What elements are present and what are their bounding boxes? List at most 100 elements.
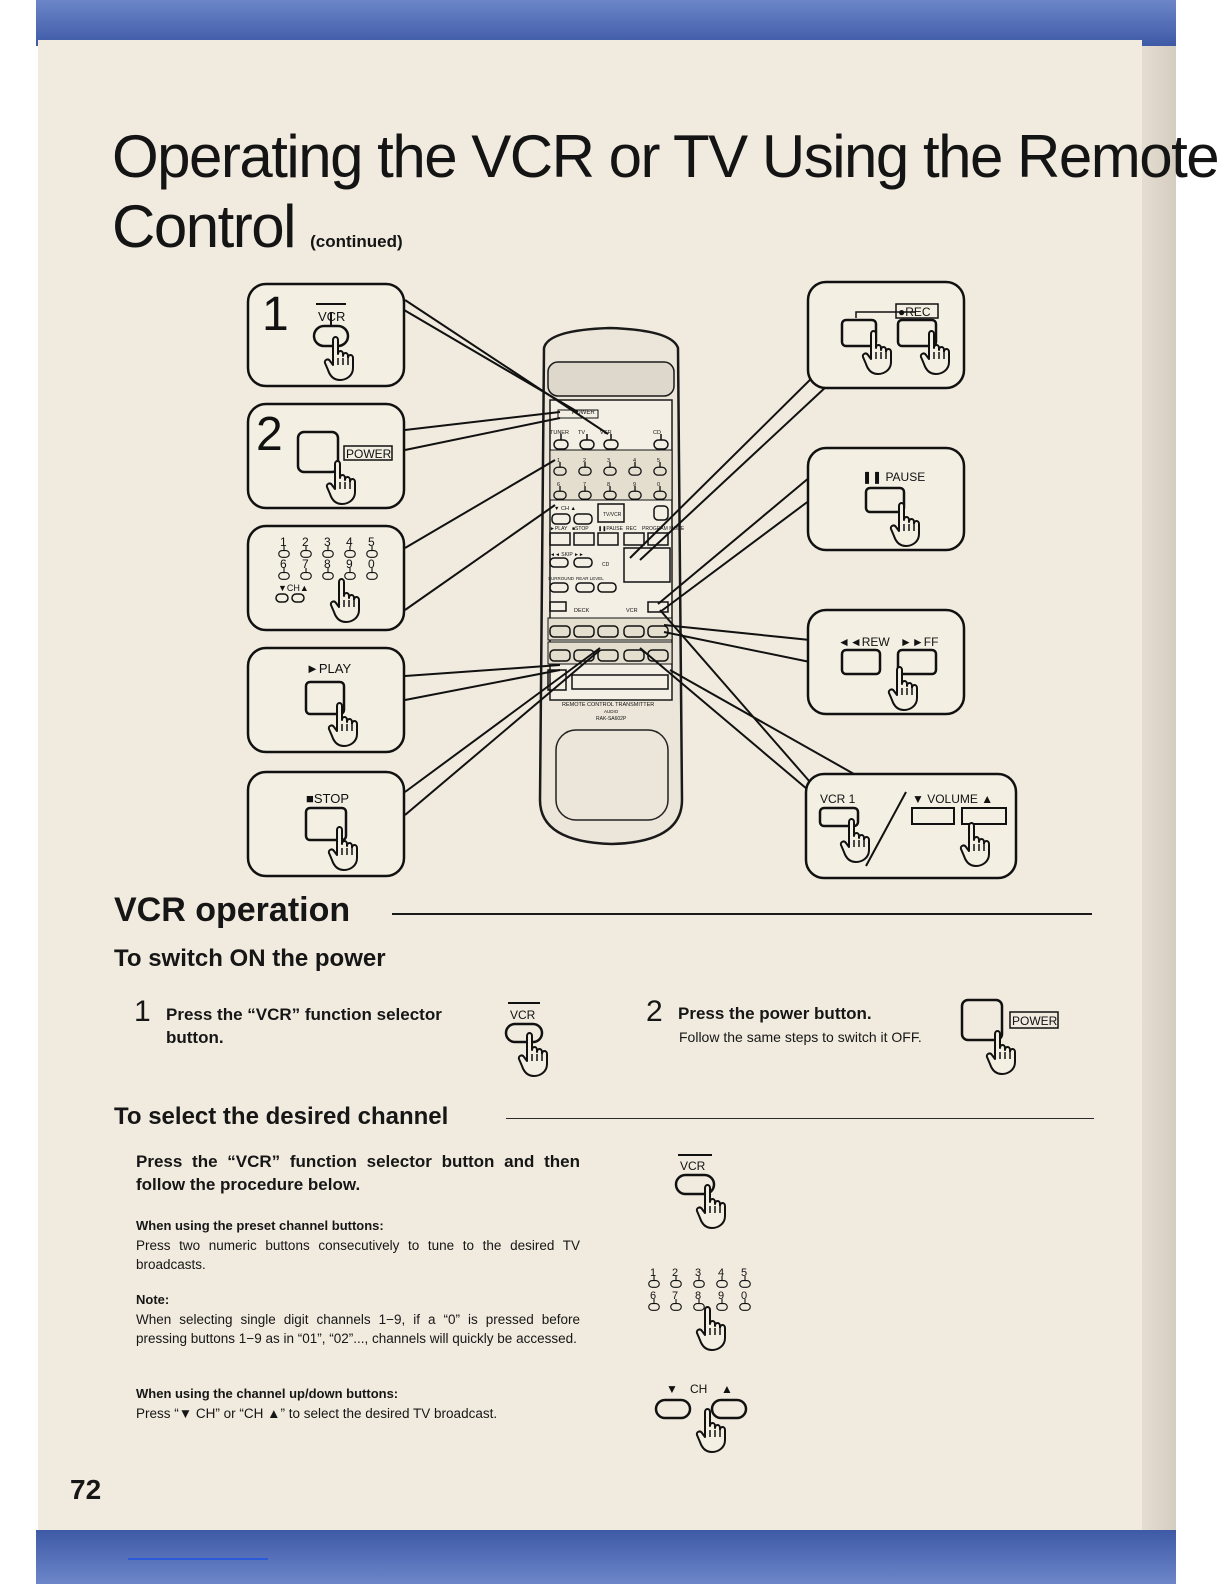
note-text: When selecting single digit channels 1−9… xyxy=(136,1312,580,1346)
channel-icon-ch-label: CH xyxy=(690,1382,707,1396)
remote-digit-label: 0 xyxy=(657,482,660,488)
callout-stop-button: ■STOP xyxy=(246,770,406,878)
step-number: 1 xyxy=(134,995,151,1028)
remote-transport-label: REC xyxy=(626,526,637,532)
title-continued: (continued) xyxy=(310,232,403,251)
page-title: Operating the VCR or TV Using the Remote… xyxy=(112,122,1224,277)
subheading-switch-on-power: To switch ON the power xyxy=(114,945,386,972)
callout-power-button: 2 POWER xyxy=(246,402,406,510)
remote-mode-label: CD xyxy=(653,430,661,436)
channel-lead-text: Press the “VCR” function selector button… xyxy=(136,1152,580,1194)
callout-step-number: 2 xyxy=(256,408,283,461)
callout-ch-label: ▼CH▲ xyxy=(278,583,309,593)
remote-transport-label: ►PLAY xyxy=(550,526,568,532)
callout-step-number: 1 xyxy=(262,288,289,341)
channel-vcr-icon: VCR xyxy=(674,1154,726,1229)
remote-digit-label: 8 xyxy=(607,482,610,488)
section-heading-vcr-operation: VCR operation xyxy=(114,891,351,929)
remote-digit-label: 3 xyxy=(607,458,610,464)
callout-numeric-buttons: 1 2 3 4 5 6 7 8 9 0 ▼CH▲ xyxy=(246,524,406,632)
callout-digit: 9 xyxy=(346,557,353,571)
channel-icon-digit: 1 xyxy=(650,1267,656,1279)
remote-model-label: RAK-SA602P xyxy=(596,716,627,722)
callout-digit: 4 xyxy=(346,535,353,549)
step2-power-icon: POWER xyxy=(960,998,1059,1075)
callout-digit: 3 xyxy=(324,535,331,549)
callout-digit: 6 xyxy=(280,557,287,571)
callout-pause-button: ❚❚ PAUSE xyxy=(806,446,966,552)
channel-icon-digit: 0 xyxy=(741,1290,747,1302)
callout-leader-lines xyxy=(369,289,901,816)
channel-updown-icon: ▼ CH ▲ xyxy=(654,1382,748,1453)
channel-icon-digit: 8 xyxy=(695,1290,701,1302)
page-edge-shadow xyxy=(1142,46,1176,1530)
channel-numeric-icon: 1 2 3 4 5 6 7 8 9 0 xyxy=(648,1267,751,1351)
page-number: 72 xyxy=(70,1474,102,1505)
callout-digit: 7 xyxy=(302,557,309,571)
pointing-hand-icon xyxy=(695,1306,726,1351)
callout-digit: 0 xyxy=(368,557,375,571)
pointing-hand-icon xyxy=(517,1032,548,1077)
channel-icon-vcr-label: VCR xyxy=(680,1159,706,1173)
channel-icon-ch-down: ▼ xyxy=(666,1382,678,1396)
remote-digit-label: 7 xyxy=(583,482,586,488)
step-number: 2 xyxy=(646,995,663,1028)
subheading-select-channel: To select the desired channel xyxy=(114,1103,449,1130)
channel-icon-ch-up: ▲ xyxy=(721,1382,733,1396)
remote-digit-label: 2 xyxy=(583,458,586,464)
callout-ff-label: ►►FF xyxy=(900,635,938,649)
step1-vcr-icon: VCR xyxy=(504,1002,548,1077)
remote-footer-audio: AUDIO xyxy=(604,709,619,714)
remote-transport-label: PROGRAM MODE xyxy=(642,526,685,532)
step1-text: Press the “VCR” function selector button… xyxy=(166,1005,442,1047)
remote-deck-label: DECK xyxy=(574,608,590,614)
remote-vcr-label: VCR xyxy=(626,608,638,614)
scan-border-top xyxy=(36,0,1176,46)
pointing-hand-icon xyxy=(985,1030,1016,1075)
step1-icon-label: VCR xyxy=(510,1008,536,1022)
remote-ch-label: ▼ CH ▲ xyxy=(554,506,576,512)
page-title-text: Operating the VCR or TV Using the Remote… xyxy=(112,123,1220,260)
channel-icon-digit: 2 xyxy=(672,1267,678,1279)
remote-mode-label: TV xyxy=(578,430,585,436)
remote-rearlevel-label: REAR LEVEL xyxy=(576,576,604,581)
callout-volume-label: ▼ VOLUME ▲ xyxy=(912,792,993,806)
callout-vcr-button: 1 VCR xyxy=(246,282,406,388)
channel-icon-digit: 9 xyxy=(718,1290,724,1302)
callout-vcr1-volume-buttons: VCR 1 ▼ VOLUME ▲ xyxy=(804,772,1018,880)
callout-play-label: ►PLAY xyxy=(306,661,351,676)
step2-text: Press the power button. xyxy=(678,1004,872,1023)
callout-digit: 5 xyxy=(368,535,375,549)
pointing-hand-icon xyxy=(695,1184,726,1229)
remote-digit-label: 4 xyxy=(633,458,636,464)
pointing-hand-icon xyxy=(695,1408,726,1453)
callout-digit: 2 xyxy=(302,535,309,549)
updown-text: Press “▼ CH” or “CH ▲” to select the des… xyxy=(136,1406,498,1421)
preset-heading: When using the preset channel buttons: xyxy=(136,1218,384,1233)
callout-vcr1-label: VCR 1 xyxy=(820,792,856,806)
step2-note: Follow the same steps to switch it OFF. xyxy=(679,1029,922,1045)
remote-digit-label: 6 xyxy=(557,482,560,488)
scan-underline-mark xyxy=(128,1558,268,1560)
preset-text: Press two numeric buttons consecutively … xyxy=(136,1238,580,1272)
remote-surround-label: SURROUND xyxy=(548,576,575,581)
callout-play-button: ►PLAY xyxy=(246,646,406,754)
section-rule xyxy=(506,1118,1094,1119)
remote-transport-label: ■STOP xyxy=(572,526,589,532)
remote-skip-label: ◄◄ SKIP ►► xyxy=(550,552,584,558)
step2-icon-label: POWER xyxy=(1012,1014,1058,1028)
channel-icon-digit: 4 xyxy=(718,1267,724,1279)
callout-digit: 1 xyxy=(280,535,287,549)
remote-transport-label: ❚❚PAUSE xyxy=(598,526,624,532)
callout-stop-label: ■STOP xyxy=(306,791,349,806)
remote-digit-label: 1 xyxy=(557,458,560,464)
channel-icon-digit: 6 xyxy=(650,1290,656,1302)
callout-pause-label: ❚❚ PAUSE xyxy=(862,470,925,484)
updown-heading: When using the channel up/down buttons: xyxy=(136,1386,399,1401)
remote-mode-label: TUNER xyxy=(550,430,569,436)
remote-footer-label: REMOTE CONTROL TRANSMITTER xyxy=(562,702,654,708)
remote-tvvcr-label: TV/VCR xyxy=(603,512,622,518)
callout-rew-ff-buttons: ◄◄REW ►►FF xyxy=(806,608,966,716)
callout-rec-button: ●REC xyxy=(806,280,966,390)
